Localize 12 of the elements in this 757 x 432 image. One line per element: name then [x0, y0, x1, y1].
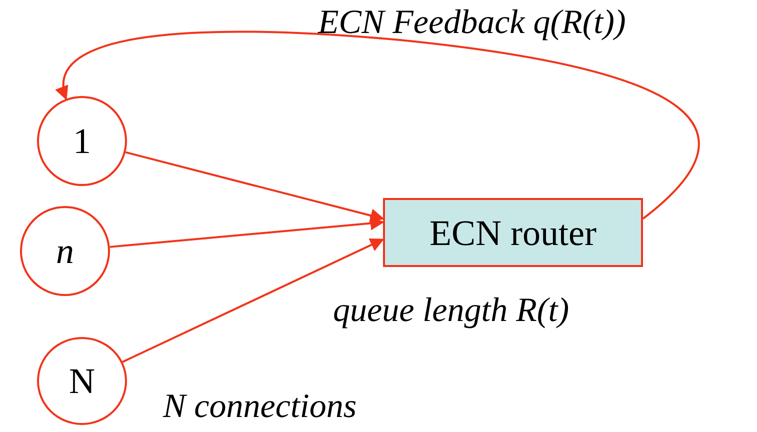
node-label: n [56, 230, 74, 272]
note-label: N connections [163, 388, 357, 426]
arrow [110, 216, 384, 248]
node-label: ECN router [430, 212, 596, 254]
arrow [57, 30, 700, 220]
node-caption: queue length R(t) [333, 292, 570, 330]
node-label: N [69, 360, 95, 402]
edge-label: ECN Feedback q(R(t)) [318, 4, 626, 42]
node-label: 1 [73, 120, 91, 162]
arrow [122, 238, 384, 363]
router-box [383, 198, 643, 267]
arrow [125, 151, 384, 222]
